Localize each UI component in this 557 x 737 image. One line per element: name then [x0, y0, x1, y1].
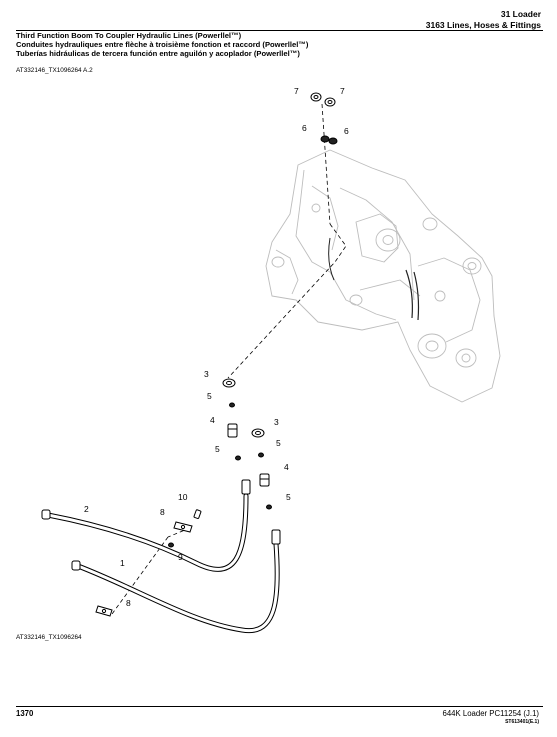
footer-divider — [16, 706, 543, 707]
illustration-titles: Third Function Boom To Coupler Hydraulic… — [16, 31, 308, 59]
fitting-stack-left — [222, 378, 241, 461]
callout-4a: 4 — [210, 415, 215, 425]
header-divider — [16, 30, 543, 31]
illustration-reference-bottom: AT332146_TX1096264 — [16, 634, 82, 641]
callout-8b: 8 — [126, 598, 131, 608]
callout-labels: 7 7 6 6 3 5 4 5 3 5 4 5 2 10 8 9 1 8 — [84, 86, 349, 608]
model-info: 644K Loader PC11254 (J.1) — [442, 709, 539, 718]
callout-6a: 6 — [302, 123, 307, 133]
document-code: ST613401(E.1) — [505, 719, 539, 725]
callout-10: 10 — [178, 492, 188, 502]
callout-8a: 8 — [160, 507, 165, 517]
page-number: 1370 — [16, 709, 34, 718]
callout-4b: 4 — [284, 462, 289, 472]
title-french: Conduites hydrauliques entre flèche à tr… — [16, 40, 309, 50]
hose-2 — [41, 479, 251, 572]
callout-5d: 5 — [286, 492, 291, 502]
callout-2: 2 — [84, 504, 89, 514]
callout-9: 9 — [178, 552, 183, 562]
callout-7a: 7 — [294, 86, 299, 96]
callout-6b: 6 — [344, 126, 349, 136]
callout-3b: 3 — [274, 417, 279, 427]
callout-7b: 7 — [340, 86, 345, 96]
title-english: Third Function Boom To Coupler Hydraulic… — [16, 31, 242, 40]
clamp-assembly — [95, 509, 202, 617]
callout-5b: 5 — [215, 444, 220, 454]
callout-3a: 3 — [204, 369, 209, 379]
hose-1 — [71, 529, 281, 634]
callout-5c: 5 — [276, 438, 281, 448]
leader-lines — [111, 103, 347, 615]
fitting-stack-right — [251, 428, 272, 510]
title-spanish: Tuberías hidráulicas de tercera función … — [16, 49, 300, 59]
section-title: 31 Loader — [500, 9, 541, 19]
coupler-frame-ghost — [265, 149, 501, 403]
illustration-reference-top: AT332146_TX1096264 A.2 — [16, 67, 93, 74]
top-fittings — [310, 92, 338, 145]
callout-1: 1 — [120, 558, 125, 568]
group-title: 3163 Lines, Hoses & Fittings — [425, 20, 541, 30]
callout-5a: 5 — [207, 391, 212, 401]
